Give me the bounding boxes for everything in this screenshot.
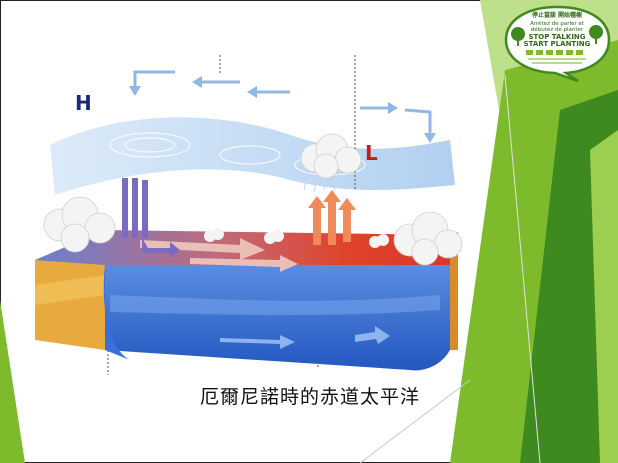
cloud-left [43, 196, 116, 253]
bg-corner-left [0, 300, 25, 463]
bg-stripe-accent [590, 130, 618, 463]
cloud-right [393, 211, 463, 266]
logo-speech-bubble [504, 5, 611, 82]
slide-caption: 厄爾尼諾時的赤道太平洋 [200, 386, 421, 408]
logo-fine-print [528, 58, 586, 64]
bg-line-2 [504, 74, 541, 463]
sinking-air-arrows [122, 178, 180, 258]
ocean-body [105, 265, 450, 371]
tree-icon [511, 25, 603, 46]
logo-line-4: STOP TALKING [528, 33, 585, 41]
rising-warm-air-arrows [308, 190, 356, 245]
upper-circulation-arrows [133, 70, 432, 135]
upper-circulation-arrowheads [129, 76, 436, 143]
ocean-layer-stripe [35, 275, 105, 305]
atmosphere-band [50, 117, 455, 195]
el-nino-diagram: H L [35, 55, 463, 375]
stop-talking-start-planting-logo: 停止當談 開始種樹 Arrêtez de parler et débutez d… [504, 5, 611, 82]
logo-partner-icons [526, 50, 583, 55]
logo-line-1: 停止當談 開始種樹 [532, 11, 582, 19]
low-pressure-label: L [365, 141, 378, 165]
bg-line [359, 379, 471, 463]
ocean-body-edge [103, 265, 130, 360]
small-clouds [204, 228, 389, 248]
logo-line-3: débutez de planter [531, 26, 584, 33]
logo-line-2: Arrêtez de parler et [530, 20, 585, 27]
high-pressure-label: H [75, 91, 92, 115]
cloud-rain [300, 133, 362, 179]
thermocline [110, 295, 440, 316]
logo-line-5: START PLANTING [524, 40, 591, 48]
ocean-block-right-side [450, 232, 458, 350]
deep-current-arrows [220, 326, 390, 349]
